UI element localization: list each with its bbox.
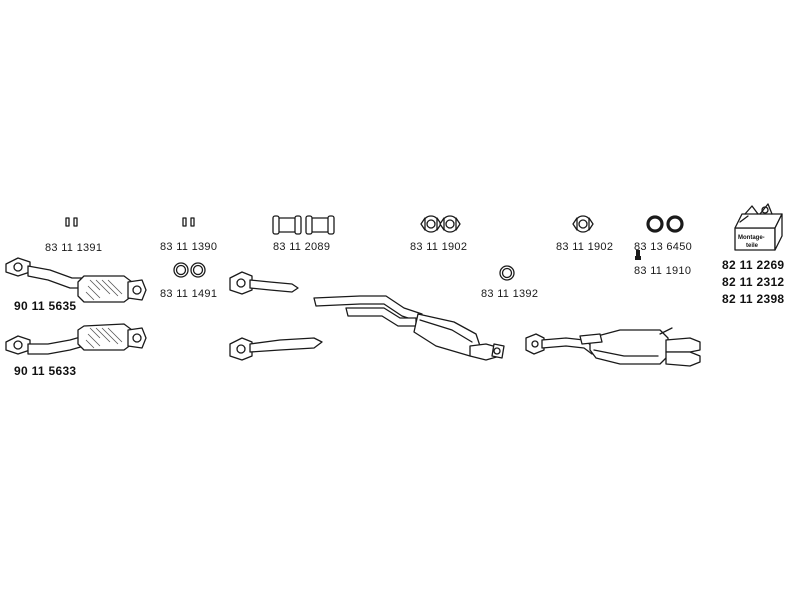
part-number-gaskets-a: 83 11 1902 <box>410 241 468 253</box>
kit-box-label-line2: teile <box>746 243 759 249</box>
front-pipe-upper-icon <box>229 271 299 295</box>
front-pipe-lower-icon <box>229 337 323 361</box>
bolt-icon <box>635 250 641 260</box>
part-number-cat-upper: 90 11 5635 <box>14 299 77 313</box>
clip-pair-a-icon <box>65 217 78 227</box>
part-number-clips-a: 83 11 1391 <box>45 242 103 254</box>
part-number-rings-a: 83 11 1491 <box>160 288 218 300</box>
part-number-kit-1: 82 11 2269 <box>722 258 785 272</box>
catalytic-converter-lower-icon <box>5 323 147 355</box>
ring-pair-a-icon <box>173 262 206 278</box>
part-number-bolt: 83 11 1910 <box>634 265 692 277</box>
clip-pair-b-icon <box>182 217 195 227</box>
part-number-clamps: 83 11 2089 <box>273 241 331 253</box>
rear-muffler-icon <box>525 327 701 367</box>
part-number-rings-b: 83 13 6450 <box>634 241 693 253</box>
clamp-pair-icon <box>272 215 335 235</box>
ring-pair-b-icon <box>646 215 684 233</box>
part-number-gasket-b: 83 11 1902 <box>556 241 614 253</box>
part-number-kit-3: 82 11 2398 <box>722 292 785 306</box>
part-number-kit-2: 82 11 2312 <box>722 275 785 289</box>
gasket-pair-icon <box>420 215 461 233</box>
gasket-single-icon <box>572 215 594 233</box>
part-number-cat-lower: 90 11 5633 <box>14 364 77 378</box>
part-number-ring-single: 83 11 1392 <box>481 288 539 300</box>
mounting-kit-box-icon: Montage- teile <box>734 203 783 251</box>
ring-single-icon <box>499 265 515 281</box>
kit-box-label-line1: Montage- <box>738 235 765 241</box>
center-muffler-icon <box>313 295 505 361</box>
part-number-clips-b: 83 11 1390 <box>160 241 218 253</box>
catalytic-converter-upper-icon <box>5 257 147 303</box>
